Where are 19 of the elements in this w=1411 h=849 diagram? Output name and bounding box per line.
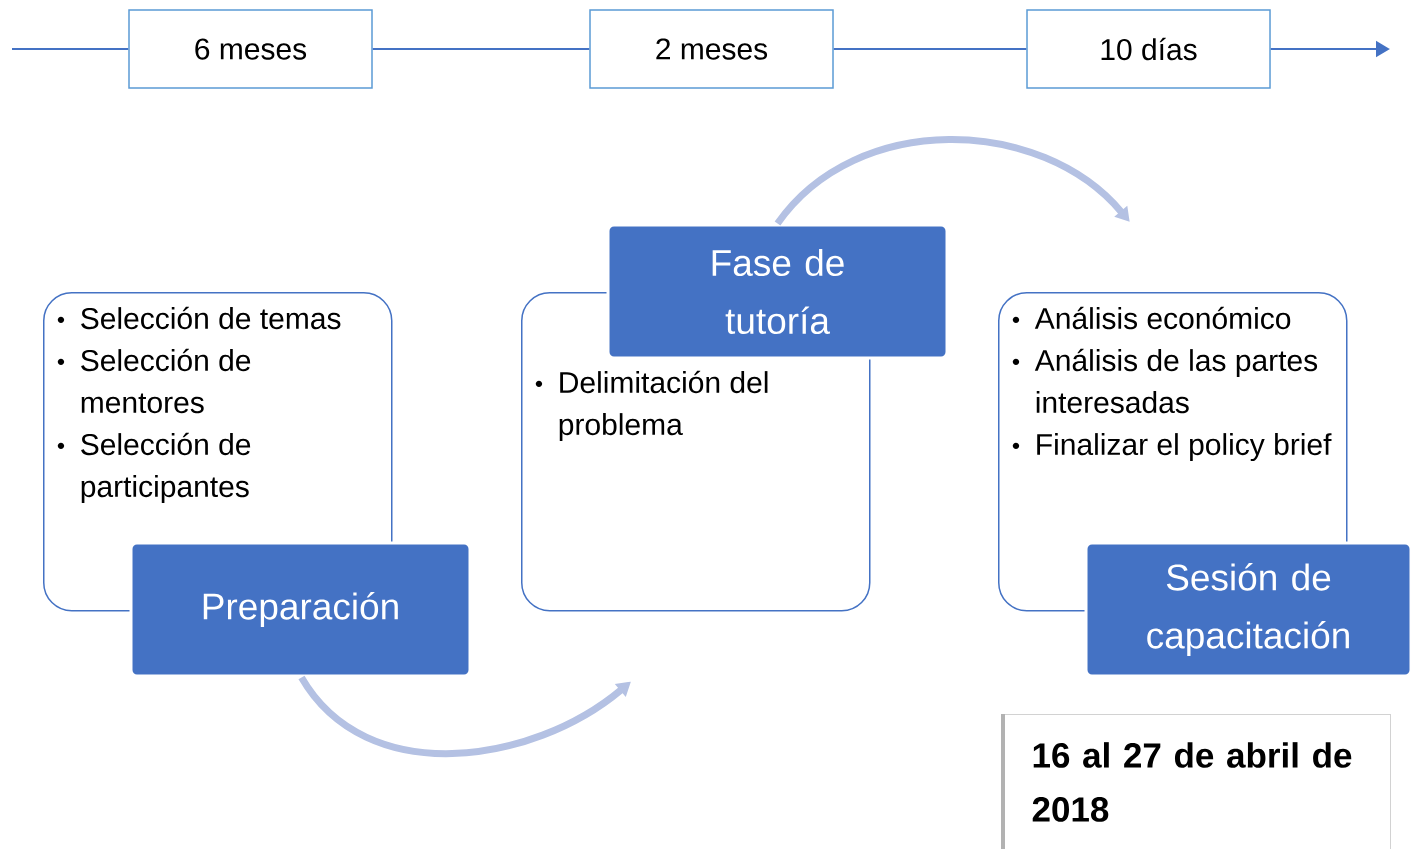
bullet-item: Delimitación del problema [535,370,768,442]
bullet-item: Selección de temas [57,306,341,330]
curved-arrow [298,675,631,757]
duration-box: 2 meses [589,9,834,89]
timeline-line [371,48,591,50]
bullet-item: Selección de mentores [57,348,251,414]
duration-box: 6 meses [128,9,373,89]
timeline-line [11,48,130,50]
phase-box: Preparación [129,541,472,678]
bullet-item: Análisis económico [1012,306,1291,330]
bullet-item: Análisis de las partes interesadas [1012,348,1318,414]
phase-box: Fase de tutoría [606,223,949,360]
duration-box: 10 días [1026,9,1271,89]
timeline-line [832,48,1028,50]
date-box: 16 al 27 de abril de 2018 [1001,714,1391,849]
phase-box: Sesión de capacitación [1084,541,1411,678]
bullet-item: Finalizar el policy brief [1012,433,1332,462]
bullet-item: Selección de participantes [57,432,251,504]
curved-arrow [774,136,1130,226]
